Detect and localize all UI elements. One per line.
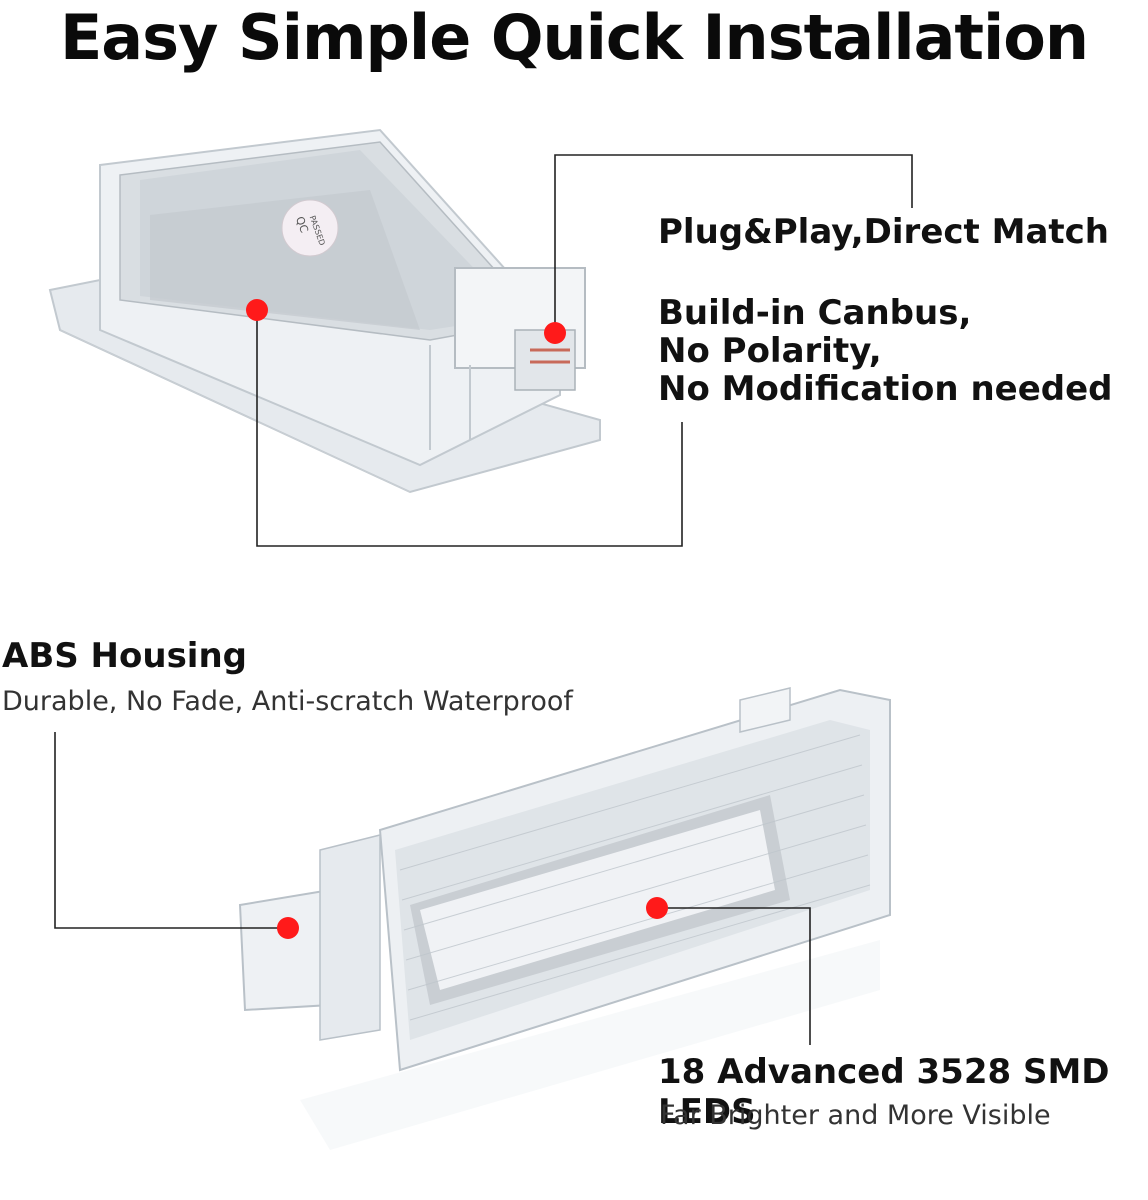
callout-line-leds [657, 907, 811, 1045]
marker-housing-top [246, 299, 268, 321]
callout-plug-play: Plug&Play,Direct Match [658, 212, 1110, 252]
callout-lines [54, 154, 913, 1045]
sticker-qc: QC [293, 215, 311, 235]
callout-abs-subtitle: Durable, No Fade, Anti-scratch Waterproo… [2, 686, 573, 717]
callout-line-plug [554, 154, 913, 333]
callout-leds-subtitle: Far Brighter and More Visible [660, 1100, 1051, 1131]
callout-modification-line: No Modification needed [658, 369, 1113, 409]
callout-line-abs [54, 732, 288, 929]
callout-polarity-line: No Polarity, [658, 331, 882, 371]
headline: Easy Simple Quick Installation [59, 1, 1089, 74]
top-light-housing: QC PASSED [48, 128, 601, 494]
callout-canbus: Build-in Canbus, No Polarity, No Modific… [658, 294, 1113, 408]
callout-abs-title: ABS Housing [2, 636, 248, 676]
callout-canbus-line: Build-in Canbus, [658, 293, 972, 333]
callout-leds-title: 18 Advanced 3528 SMD LEDS [658, 1052, 1110, 1132]
bottom-light-housing [238, 687, 891, 1150]
callout-line-canbus [256, 310, 683, 547]
marker-connector-top [544, 322, 566, 344]
marker-connector-bottom [277, 917, 299, 939]
marker-leds [646, 897, 668, 919]
